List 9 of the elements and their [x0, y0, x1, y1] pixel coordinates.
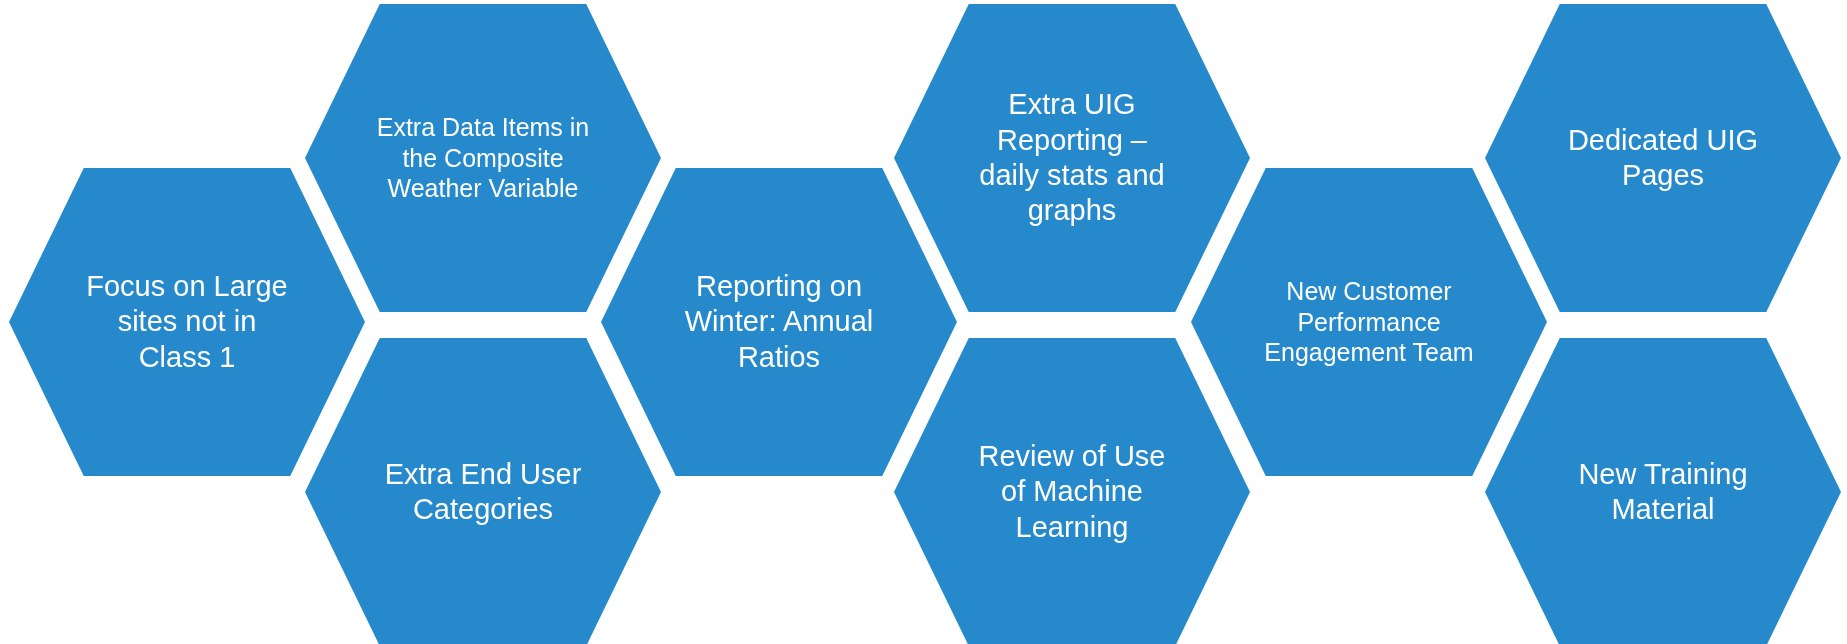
hexagon-label: Extra UIG Reporting – daily stats and graphs [978, 87, 1166, 229]
hexagon-label: Extra End User Categories [383, 456, 583, 527]
hexagon-label: Reporting on Winter: Annual Ratios [683, 268, 875, 375]
hexagon-label: Dedicated UIG Pages [1566, 122, 1760, 193]
hexagon-label: New Training Material [1577, 456, 1749, 527]
hexagon-label: Extra Data Items in the Composite Weather Variable [375, 112, 591, 204]
hexagon-label: Review of Use of Machine Learning [977, 438, 1167, 545]
hexagon-label: New Customer Performance Engagement Team [1263, 276, 1475, 368]
hexagon-label: Focus on Large sites not in Class 1 [85, 268, 289, 375]
